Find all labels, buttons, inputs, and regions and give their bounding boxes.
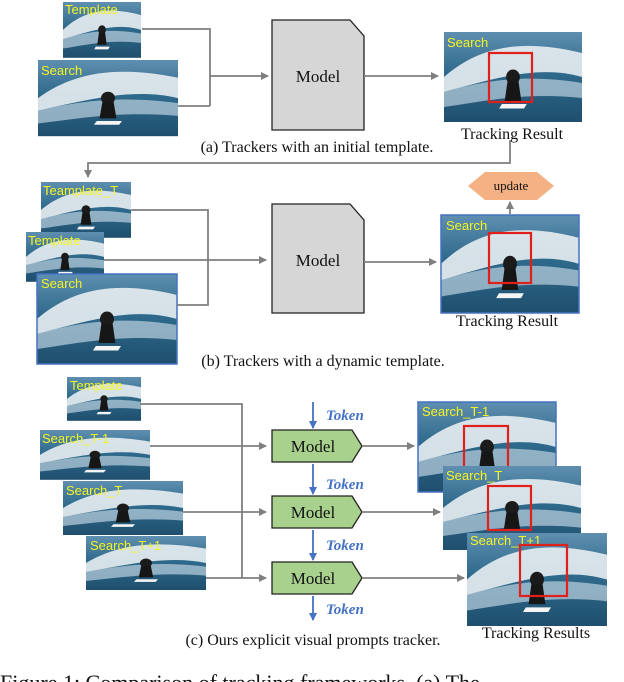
bbox-b [487, 231, 533, 285]
search-t-minus-1-image-c: Search_T-1 [40, 430, 150, 480]
search-t-plus-1-label-c: Search_T+1 [90, 538, 161, 553]
template-image-c: Template [67, 377, 141, 421]
model-box-c1 [271, 429, 363, 463]
template-label-b: Template [28, 233, 81, 248]
search-t-label-c: Search_T [66, 483, 122, 498]
template-image-b: Template [26, 232, 104, 282]
update-label: update [494, 178, 529, 193]
tracking-results-label-c: Tracking Results [482, 625, 590, 642]
token-label-4: Token [326, 602, 364, 618]
update-diamond [468, 172, 554, 200]
connector-template-c [140, 403, 243, 446]
result-label-c2: Search_T [446, 468, 502, 483]
token-label-1: Token [326, 408, 364, 424]
template-label-a: Template [65, 2, 118, 17]
model-label-c2: Model [291, 503, 336, 522]
model-box-c2 [271, 495, 363, 529]
search-image-b: Search [36, 273, 178, 365]
tracking-result-label-a: Tracking Result [461, 126, 564, 143]
template-image-a: Template [63, 2, 141, 58]
search-t-minus-1-label-c: Search_T-1 [42, 431, 109, 446]
result-image-b: Search [440, 214, 580, 314]
search-label-b: Search [41, 276, 82, 291]
connector-search-b [177, 260, 209, 306]
bbox-a [487, 51, 534, 104]
result-image-c2: Search_T [443, 466, 581, 550]
result-image-a: Search [444, 32, 582, 122]
section-c: Template Search_T-1 Search_T Search_T+1 … [40, 377, 607, 649]
token-label-2: Token [326, 477, 364, 493]
section-a: Template Search Model Search Tracking Re… [38, 2, 582, 156]
search-t-image-c: Search_T [63, 481, 183, 535]
tracking-result-label-b: Tracking Result [456, 313, 559, 330]
bbox-c2 [486, 484, 533, 532]
arrow-feedback-b [84, 140, 511, 178]
result-search-label-b: Search [446, 218, 487, 233]
caption-c: (c) Ours explicit visual prompts tracker… [185, 632, 440, 649]
model-label-c3: Model [291, 569, 336, 588]
model-label-b: Model [296, 251, 341, 270]
search-image-a: Search [38, 60, 178, 137]
model-box-a [271, 19, 365, 131]
model-box-c3 [271, 561, 363, 595]
template-t-image-b: Teamplate_T [41, 182, 131, 238]
bbox-c3 [518, 543, 569, 598]
token-label-3: Token [326, 538, 364, 554]
result-image-c3: Search_T+1 [467, 533, 607, 626]
search-label-a: Search [41, 63, 82, 78]
template-label-c: Template [70, 378, 123, 393]
result-label-c1: Search_T-1 [422, 404, 489, 419]
model-box-b [271, 203, 365, 314]
figure-caption-fragment: Figure 1: Comparison of tracking framewo… [0, 670, 480, 682]
model-label-a: Model [296, 67, 341, 86]
section-b: update Teamplate_T Template Search Model… [26, 140, 580, 370]
search-t-plus-1-image-c: Search_T+1 [86, 536, 206, 590]
connector-template-t-b [131, 209, 209, 260]
result-search-label-a: Search [447, 35, 488, 50]
caption-b: (b) Trackers with a dynamic template. [201, 353, 445, 370]
caption-a: (a) Trackers with an initial template. [201, 139, 434, 156]
model-label-c1: Model [291, 437, 336, 456]
arrow-template-to-model-a [142, 28, 269, 80]
template-t-label-b: Teamplate_T [43, 183, 118, 198]
